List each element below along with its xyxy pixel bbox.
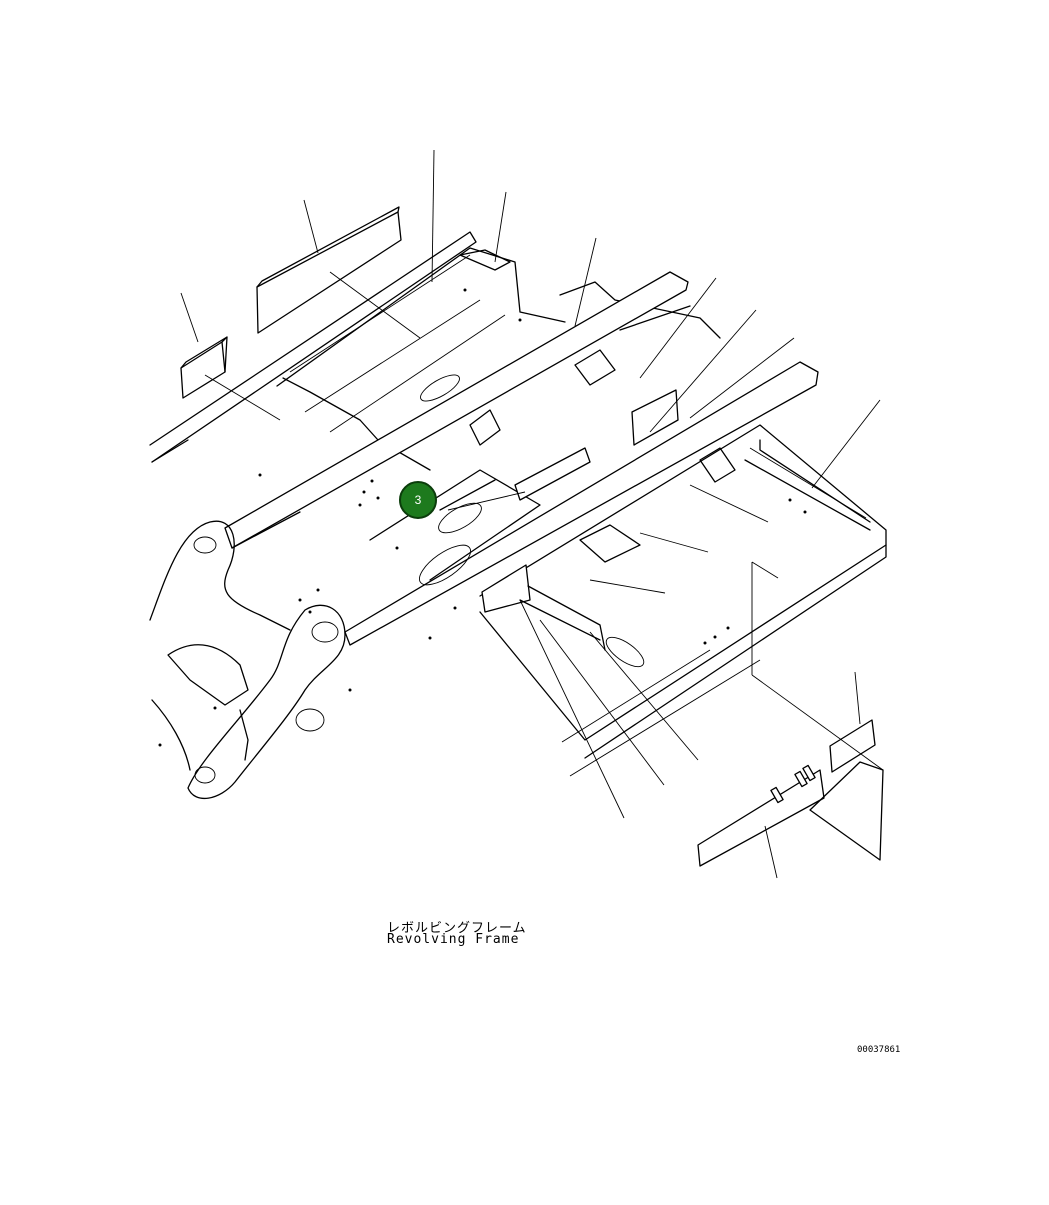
plate-small-upper-left	[180, 336, 228, 399]
caption-japanese: レボルビングフレーム	[387, 921, 527, 936]
caption-english: Revolving Frame	[387, 932, 520, 947]
frame-main-body	[149, 231, 887, 759]
figure-id: 00037861	[857, 1045, 901, 1055]
plate-long-upper	[256, 206, 402, 334]
leader-lines	[180, 149, 884, 879]
boom-foot-brackets	[149, 520, 346, 800]
hole-dots	[158, 288, 807, 747]
callout-3-label: 3	[414, 493, 422, 507]
plates-lower-right	[697, 719, 884, 867]
callout-3[interactable]: 3	[399, 481, 437, 519]
